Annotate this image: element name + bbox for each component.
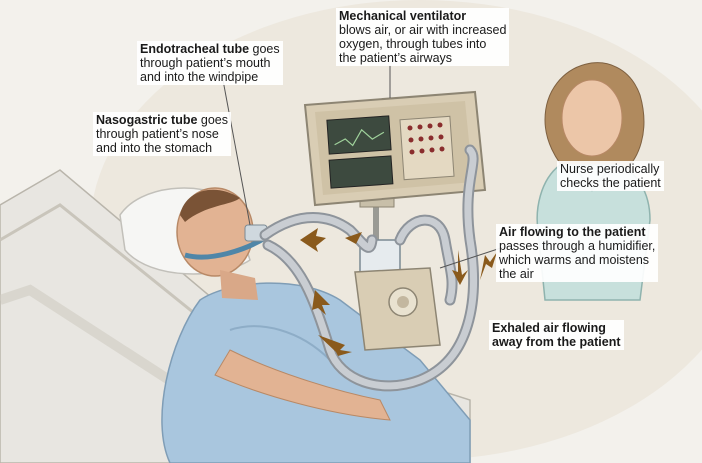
- airflow-label-title: Air flowing to the patient: [499, 225, 646, 239]
- nasogastric-label-title-tail: goes: [197, 113, 228, 127]
- exhaled-label-line-2: away from the patient: [492, 335, 621, 349]
- airflow-label-line-1: passes through a humidifier,: [499, 239, 655, 253]
- nasogastric-label-title: Nasogastric tube: [96, 113, 197, 127]
- endotracheal-label-title-tail: goes: [249, 42, 280, 56]
- nasogastric-label-line-2: and into the stomach: [96, 141, 228, 155]
- nasogastric-label: Nasogastric tube goes through patient’s …: [93, 112, 231, 156]
- ventilator-label-line-1: blows air, or air with increased: [339, 23, 506, 37]
- exhaled-label-line-1: Exhaled air flowing: [492, 321, 606, 335]
- nasogastric-label-line-1: through patient’s nose: [96, 127, 228, 141]
- nurse-label: Nurse periodically checks the patient: [557, 161, 664, 191]
- ventilator-label: Mechanical ventilator blows air, or air …: [336, 8, 509, 66]
- endotracheal-label-title: Endotracheal tube: [140, 42, 249, 56]
- endotracheal-label-line-1: through patient’s mouth: [140, 56, 280, 70]
- airflow-label: Air flowing to the patient passes throug…: [496, 224, 658, 282]
- endotracheal-label-line-2: and into the windpipe: [140, 70, 280, 84]
- airflow-label-line-3: the air: [499, 267, 655, 281]
- endotracheal-label: Endotracheal tube goes through patient’s…: [137, 41, 283, 85]
- ventilator-label-line-2: oxygen, through tubes into: [339, 37, 506, 51]
- ventilator-label-title: Mechanical ventilator: [339, 9, 466, 23]
- exhaled-label: Exhaled air flowing away from the patien…: [489, 320, 624, 350]
- ventilator-label-line-3: the patient’s airways: [339, 51, 506, 65]
- airflow-label-line-2: which warms and moistens: [499, 253, 655, 267]
- nurse-label-line-1: Nurse periodically: [560, 162, 661, 176]
- nurse-label-line-2: checks the patient: [560, 176, 661, 190]
- ventilator-unit: [305, 92, 485, 205]
